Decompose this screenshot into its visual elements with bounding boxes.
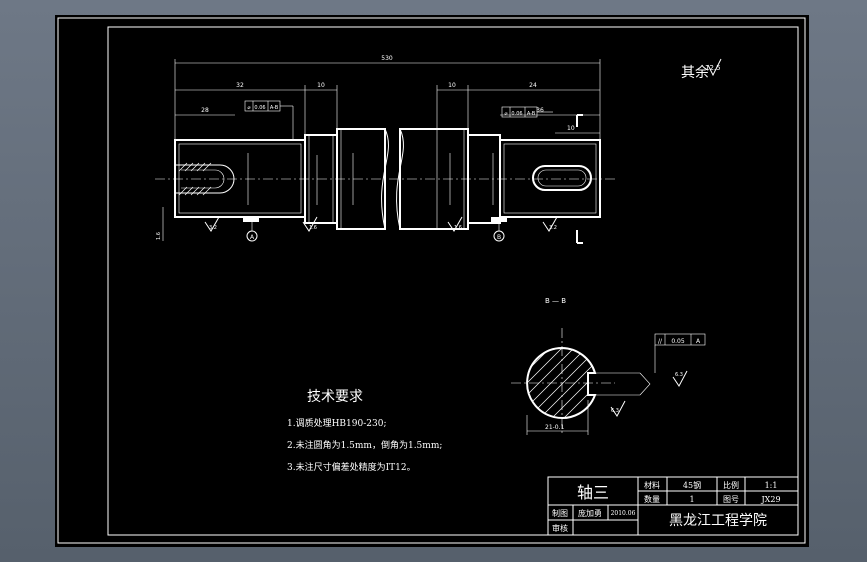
roughness-default: 12.5 xyxy=(705,64,721,72)
center-left-section xyxy=(336,128,386,230)
svg-text:制图: 制图 xyxy=(552,508,568,518)
section-view: B — B 21-0.1 6.3 6.3 xyxy=(511,297,706,435)
datum-bar-a xyxy=(243,217,259,222)
svg-text:3.2: 3.2 xyxy=(209,225,217,231)
part-name: 轴三 xyxy=(577,483,609,502)
surface-finish-text: 其余 xyxy=(681,64,709,81)
svg-text:材料: 材料 xyxy=(644,480,660,490)
section-outline xyxy=(526,346,597,419)
svg-text:图号: 图号 xyxy=(723,495,739,504)
left-shoulder-length: 10 xyxy=(317,82,325,89)
left-step-length: 32 xyxy=(236,82,244,89)
left-keyway-length: 28 xyxy=(201,107,209,114)
dimensions: 530 32 10 28 10 24 36 10 xyxy=(174,55,601,139)
svg-text:A-B: A-B xyxy=(270,105,279,111)
datum-circle-b xyxy=(493,230,505,242)
section-right-label: 6.3 xyxy=(675,372,683,378)
tolerance-frame-left: ⌀ 0.06 A-B xyxy=(244,100,294,139)
tech-req-title: 技术要求 xyxy=(307,389,363,405)
right-step-length: 24 xyxy=(529,82,537,89)
roughness-marks: 3.2 1.6 1.6 3.2 xyxy=(204,216,558,232)
section-bottom-label: 6.3 xyxy=(611,408,619,414)
title-block: 轴三 材料 45钢 比例 1:1 数量 1 图号 JX29 制图 庞加勇 201… xyxy=(547,476,799,536)
tolerance-frame-right: ⌀ 0.06 A-B xyxy=(501,106,553,118)
quantity-value: 1 xyxy=(689,495,694,504)
overall-length: 530 xyxy=(381,55,393,62)
school-name: 黑龙江工程学院 xyxy=(669,513,767,529)
svg-text://: // xyxy=(658,338,663,345)
scale-value: 1:1 xyxy=(765,481,778,490)
break-line-left xyxy=(381,128,389,230)
right-keyway xyxy=(532,165,592,191)
svg-text:A: A xyxy=(696,338,701,345)
section-tolerance-frame xyxy=(654,333,706,346)
tech-req-item-3: 3.未注尺寸偏差处精度为IT12。 xyxy=(287,461,416,473)
right-journal xyxy=(499,139,601,218)
section-width-dim: 21-0.1 xyxy=(545,424,565,431)
drawing-canvas: 其余 12.5 xyxy=(57,17,806,544)
svg-text:审核: 审核 xyxy=(552,523,568,533)
svg-text:3.2: 3.2 xyxy=(549,225,557,231)
svg-text:⌀: ⌀ xyxy=(247,105,250,111)
svg-text:数量: 数量 xyxy=(644,494,660,504)
left-journal xyxy=(174,139,306,218)
right-keyway-length: 36 xyxy=(536,107,544,114)
datum-bar-b xyxy=(491,217,507,222)
left-keyway xyxy=(175,164,235,194)
section-label: B — B xyxy=(545,297,566,305)
cad-viewport[interactable]: 其余 12.5 xyxy=(55,15,809,547)
tech-req-item-2: 2.未注圆角为1.5mm，倒角为1.5mm; xyxy=(287,439,442,451)
roughness-symbol xyxy=(707,58,722,77)
technical-requirements: 技术要求 1.调质处理HB190-230; 2.未注圆角为1.5mm，倒角为1.… xyxy=(287,389,442,473)
drawing-date: 2010.06 xyxy=(611,510,636,517)
right-journal-inner xyxy=(503,143,597,214)
surface-finish-note: 其余 12.5 xyxy=(681,58,722,81)
shaft-main-view: A B 3.2 1.6 1.6 3.2 1.6 xyxy=(155,114,615,244)
outer-frame xyxy=(57,17,806,544)
svg-text:0.06: 0.06 xyxy=(511,111,522,117)
right-shoulder-length: 10 xyxy=(448,82,456,89)
datum-circle-a xyxy=(246,230,258,242)
datum-label-a: A xyxy=(250,234,255,241)
svg-text:⌀: ⌀ xyxy=(504,111,507,117)
svg-text:1.6: 1.6 xyxy=(309,225,317,231)
inner-border xyxy=(107,26,799,536)
drawing-no-value: JX29 xyxy=(760,495,780,504)
svg-text:A-B: A-B xyxy=(527,111,536,117)
svg-text:1.6: 1.6 xyxy=(454,225,462,231)
datum-label-b: B xyxy=(497,234,501,241)
left-edge-label: 1.6 xyxy=(156,232,162,240)
svg-text:0.06: 0.06 xyxy=(254,105,265,111)
material-value: 45钢 xyxy=(683,480,701,490)
tech-req-item-1: 1.调质处理HB190-230; xyxy=(287,417,386,429)
left-keyway-hatch xyxy=(178,162,212,196)
left-journal-inner xyxy=(178,143,302,214)
small-dim: 10 xyxy=(567,125,575,132)
drawn-by: 庞加勇 xyxy=(578,508,602,518)
svg-text:0.05: 0.05 xyxy=(671,338,685,345)
svg-text:比例: 比例 xyxy=(723,480,739,490)
